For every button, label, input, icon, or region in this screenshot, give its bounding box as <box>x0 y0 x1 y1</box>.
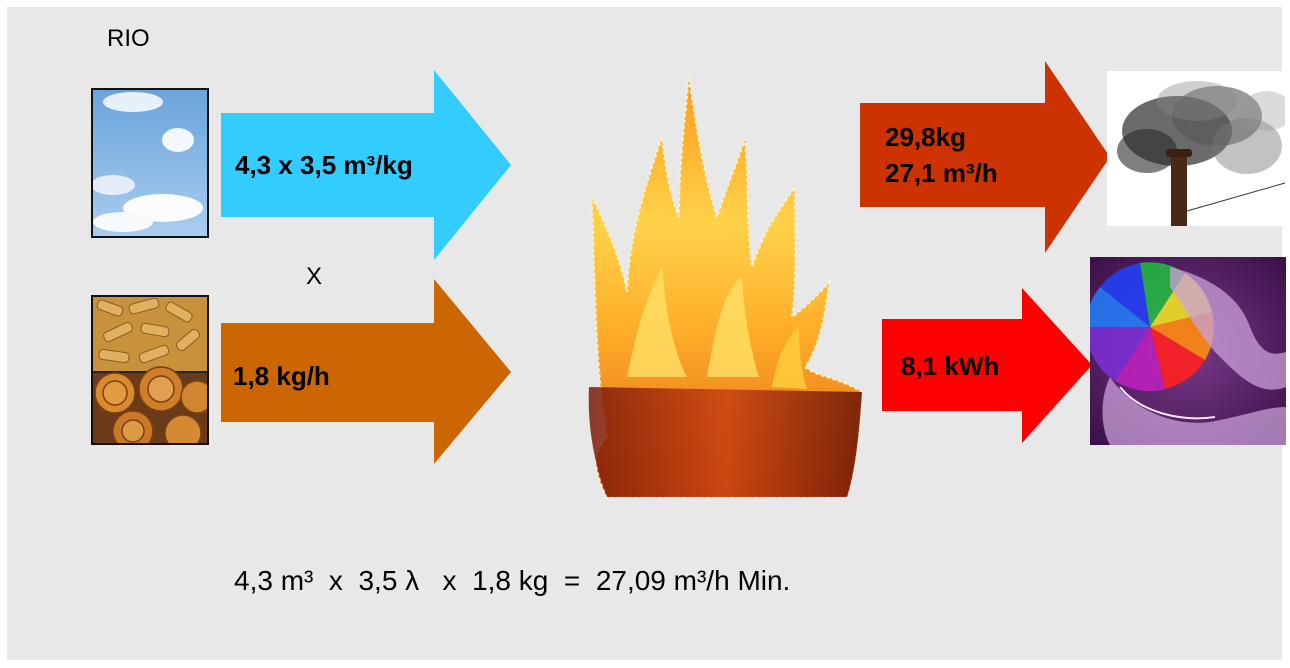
rio-label: RIO <box>107 25 150 52</box>
air-arrow-label: 4,3 x 3,5 m³/kg <box>235 150 413 180</box>
exhaust-arrow-label: 29,8kg 27,1 m³/h <box>885 119 998 191</box>
exhaust-mass-text: 29,8kg <box>885 122 966 152</box>
multiply-x-label: X <box>306 263 323 290</box>
air-arrow <box>221 70 511 260</box>
energy-arrow-label: 8,1 kWh <box>901 351 1000 381</box>
energy-arrow <box>882 288 1092 443</box>
fuel-arrow-label: 1,8 kg/h <box>233 361 330 391</box>
chimney-smoke-image <box>1107 71 1285 226</box>
exhaust-arrow <box>860 61 1110 253</box>
exhaust-volume-text: 27,1 m³/h <box>885 158 998 188</box>
energy-hands-image <box>1090 257 1286 445</box>
fire-flame-image <box>588 77 864 498</box>
wood-fuel-image <box>91 295 209 445</box>
formula-text: 4,3 m³ x 3,5 λ x 1,8 kg = 27,09 m³/h Min… <box>234 565 791 596</box>
fuel-arrow <box>221 279 511 464</box>
sky-image <box>91 88 209 238</box>
slide: RIO X <box>7 7 1286 660</box>
